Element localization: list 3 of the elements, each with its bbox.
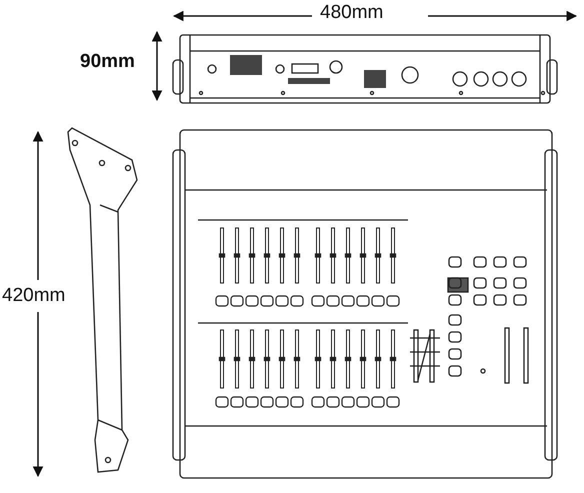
dimension-label: 90mm (80, 52, 135, 71)
dimension-label: 420mm (2, 286, 66, 305)
dimension-label: 480mm (320, 3, 384, 22)
